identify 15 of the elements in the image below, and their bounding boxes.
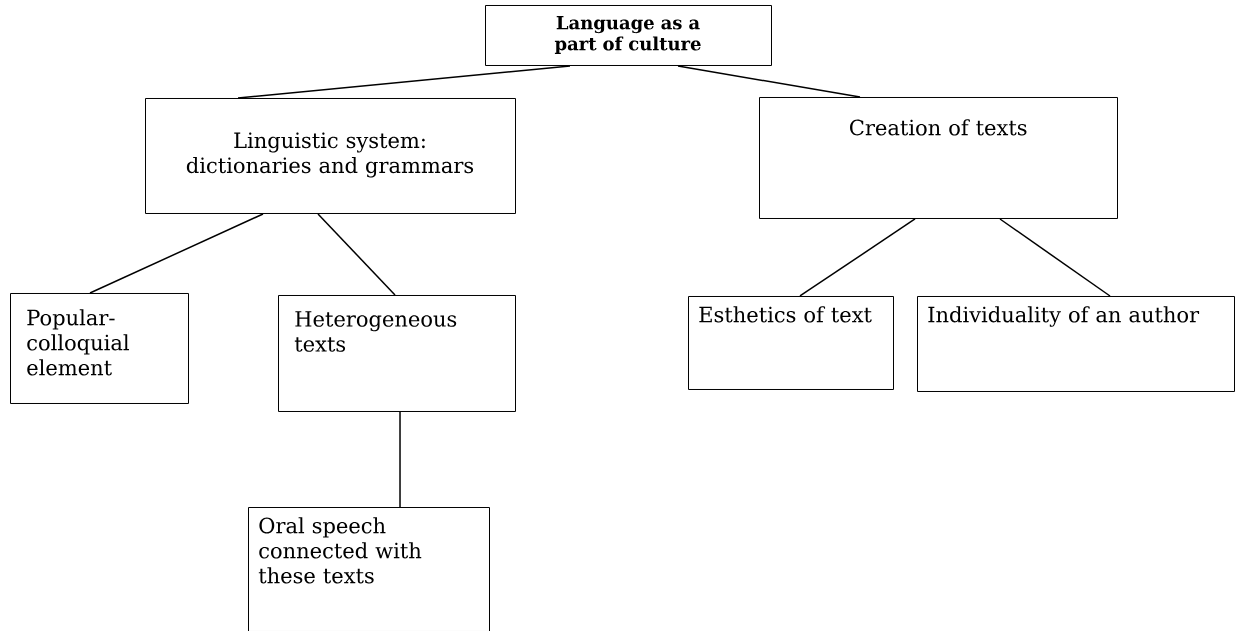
connector-line (237, 65, 571, 99)
text-box: Individuality of an author (917, 296, 1235, 392)
connector-line (999, 218, 1111, 297)
connector-line (677, 65, 861, 98)
connector-line (799, 218, 916, 297)
connector-line (317, 213, 396, 296)
text-box: Heterogeneous texts (278, 295, 516, 412)
text-box: Popular-colloquial element (10, 293, 189, 404)
connector-line (89, 213, 264, 294)
text-box: Oral speech connected with these texts (248, 507, 490, 631)
connector-line (399, 411, 401, 508)
text-box: Language as a part of culture (485, 5, 772, 66)
text-box: Esthetics of text (688, 296, 894, 390)
text-box: Linguistic system: dictionaries and grammars (145, 98, 516, 214)
text-box: Creation of texts (759, 97, 1118, 219)
